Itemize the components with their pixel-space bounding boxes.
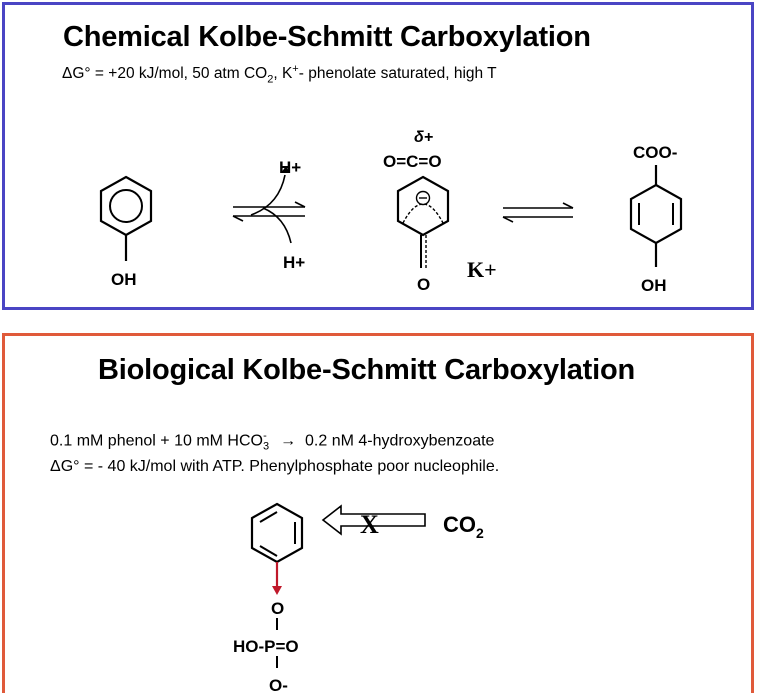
biological-panel: Biological Kolbe-Schmitt Carboxylation 0…	[2, 333, 754, 695]
negative-charge-icon	[415, 190, 431, 206]
phosphate-o-label: O	[271, 599, 284, 618]
chemical-conditions: ΔG° = +20 kJ/mol, 50 atm CO2, K+- phenol…	[62, 63, 497, 85]
blocked-arrow: X	[321, 504, 426, 539]
biological-energy-note: ΔG° = - 40 kJ/mol with ATP. Phenylphosph…	[50, 458, 500, 475]
co2-reagent-label: CO2	[443, 512, 484, 541]
cond-prefix: ΔG° = +20 kJ/mol, 50 atm CO	[62, 65, 268, 83]
cond-mid: , K	[273, 65, 293, 83]
blocked-x-label: X	[360, 510, 379, 539]
hydroxybenzoate-structure: COO- OH	[629, 143, 683, 295]
h-plus-bottom: H+	[283, 253, 305, 272]
biological-scheme: O HO-P=O O- X CO2	[233, 502, 484, 695]
product-oh-label: OH	[641, 276, 667, 295]
equilibrium-arrow-1: H+ H+	[232, 158, 306, 272]
eq-sup: -	[263, 430, 267, 442]
phenol-oh-label: OH	[111, 270, 137, 289]
chemical-scheme: OH H+ H+ δ+ O=C=O O K+	[99, 129, 683, 295]
equilibrium-arrow-2	[502, 202, 574, 223]
phosphate-label: HO-P=O	[233, 637, 299, 656]
biological-title: Biological Kolbe-Schmitt Carboxylation	[98, 354, 636, 386]
h-plus-top: H+	[279, 158, 301, 177]
co2-label: O=C=O	[383, 152, 442, 171]
red-bond-arrowhead-icon	[272, 586, 282, 595]
cond-sub: 2	[267, 73, 274, 86]
chemical-panel: Chemical Kolbe-Schmitt Carboxylation ΔG°…	[2, 2, 754, 310]
chemical-title: Chemical Kolbe-Schmitt Carboxylation	[63, 21, 591, 53]
cond-suffix: - phenolate saturated, high T	[298, 65, 497, 83]
intermediate-o-label: O	[417, 275, 430, 294]
eq-arrow: →	[280, 432, 297, 450]
eq-prefix: 0.1 mM phenol + 10 mM HCO	[50, 432, 263, 450]
delta-plus-label: δ+	[414, 129, 433, 146]
eq-sub: 3	[262, 440, 270, 453]
cond-sup: +	[292, 63, 299, 75]
phenylphosphate-structure: O HO-P=O O-	[233, 502, 304, 695]
potassium-label: K+	[467, 257, 497, 282]
eq-suffix: 0.2 nM 4-hydroxybenzoate	[305, 432, 495, 450]
intermediate-structure: δ+ O=C=O O K+	[383, 129, 497, 294]
biological-equation: 0.1 mM phenol + 10 mM HCO3- → 0.2 nM 4-h…	[50, 430, 494, 453]
phosphate-o-minus-label: O-	[269, 676, 288, 695]
coo-label: COO-	[633, 143, 677, 162]
phenol-structure: OH	[99, 175, 153, 289]
